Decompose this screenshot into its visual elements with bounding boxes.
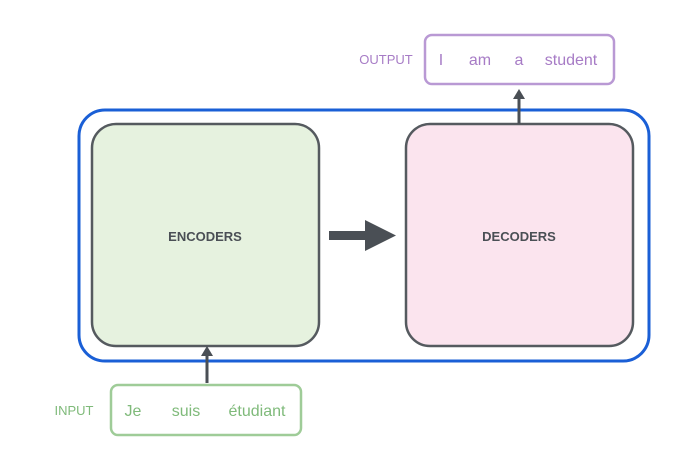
output-token-am: am	[469, 52, 491, 69]
output-label: OUTPUT	[359, 52, 413, 67]
decoders-label: DECODERS	[482, 229, 556, 244]
output-arrow	[513, 89, 525, 124]
output-token-i: I	[439, 52, 443, 69]
input-token-je: Je	[125, 403, 142, 420]
encoders-block: ENCODERS	[90, 122, 321, 348]
output-box	[423, 33, 616, 86]
input-label: INPUT	[55, 403, 94, 418]
input-box	[109, 383, 303, 437]
encoders-label: ENCODERS	[168, 229, 242, 244]
input-arrow	[201, 346, 213, 383]
encoder-to-decoder-arrow	[329, 220, 396, 251]
decoders-block: DECODERS	[404, 122, 635, 348]
encoders-box	[90, 122, 321, 348]
output-token-student: student	[545, 52, 598, 69]
output-token-a: a	[515, 52, 524, 69]
input-token-suis: suis	[172, 403, 200, 420]
input-token-etudiant: étudiant	[229, 403, 286, 420]
transformer-container	[77, 108, 651, 363]
